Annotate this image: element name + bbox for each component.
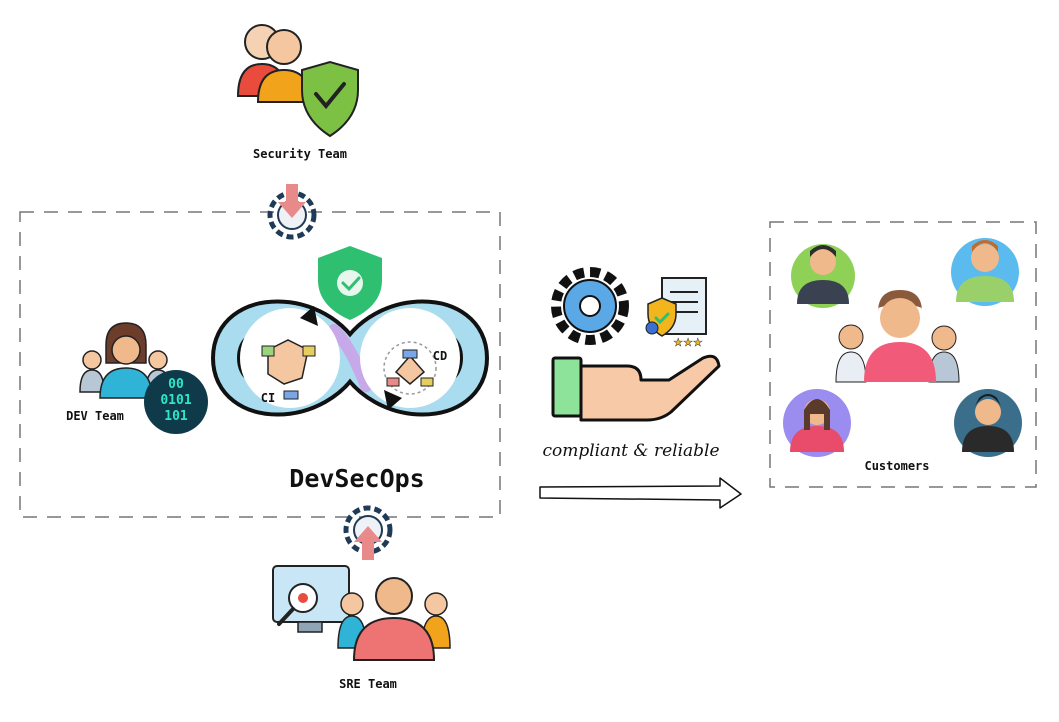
gear-icon: [551, 267, 629, 345]
cd-label: CD: [433, 349, 447, 363]
devsecops-boundary-box: [19, 211, 501, 518]
binary-code-icon: 00 0101 101: [144, 370, 208, 434]
security-shield-check-icon: [318, 246, 382, 320]
svg-text:★★★: ★★★: [673, 336, 703, 349]
monitoring-team-icon: [272, 565, 451, 661]
gear-arrow-up-icon: [343, 505, 393, 560]
svg-text:101: 101: [164, 409, 188, 424]
security-team-icon: [236, 24, 359, 138]
sre-team-label: SRE Team: [339, 677, 397, 691]
customers-boundary-box: [769, 221, 1037, 488]
customers-label: Customers: [864, 459, 929, 473]
customer-avatars-icon: [783, 238, 1022, 457]
hand-delivery-icon: [551, 354, 721, 422]
handshake-icon: [261, 339, 316, 400]
delivery-arrow-icon: [539, 477, 742, 509]
certificate-badge-icon: ★★★: [645, 277, 707, 349]
gear-arrow-down-icon: [267, 184, 317, 240]
devsecops-title: DevSecOps: [289, 464, 424, 493]
security-team-label: Security Team: [253, 147, 347, 161]
teamwork-hands-icon: [383, 341, 437, 395]
svg-text:00: 00: [168, 377, 184, 392]
svg-text:0101: 0101: [160, 393, 191, 408]
ci-label: CI: [261, 391, 275, 405]
compliant-reliable-label: compliant & reliable: [542, 441, 719, 461]
dev-team-label: DEV Team: [66, 409, 124, 423]
